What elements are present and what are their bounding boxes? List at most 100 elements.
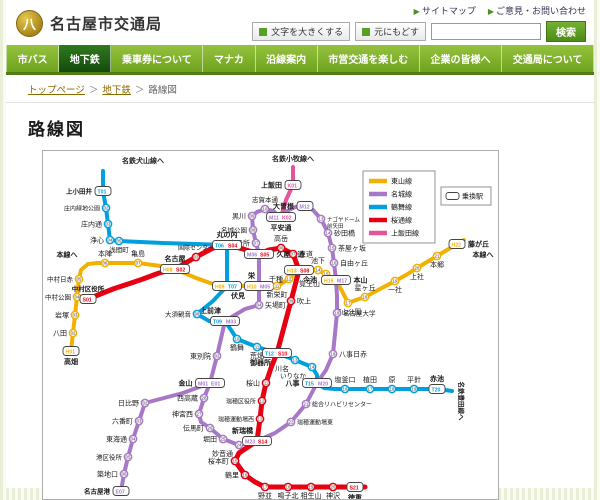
station-label: 志賀本通 xyxy=(252,195,279,204)
svg-text:H10: H10 xyxy=(247,284,257,290)
search-input[interactable] xyxy=(431,23,541,40)
font-reset-button[interactable]: 元にもどす xyxy=(355,22,426,41)
nav-item-city-bus[interactable]: 市バス xyxy=(6,45,60,72)
svg-text:02: 02 xyxy=(104,206,109,211)
svg-text:12: 12 xyxy=(260,399,265,404)
svg-text:M05: M05 xyxy=(260,284,270,290)
map-note: 名鉄犬山線へ xyxy=(122,156,164,165)
svg-text:20: 20 xyxy=(415,266,420,271)
nav-item-business[interactable]: 企業の皆様へ xyxy=(420,45,503,72)
transfer-badge xyxy=(210,316,240,326)
station-label: 野並 xyxy=(258,491,272,499)
font-enlarge-button[interactable]: 文字を大きくする xyxy=(252,22,351,41)
contact-link[interactable]: ▶ご意見・お問い合わせ xyxy=(487,6,586,16)
station-dot xyxy=(247,211,257,221)
svg-text:東山線: 東山線 xyxy=(391,177,412,186)
station-label: 中村日赤 xyxy=(47,275,74,284)
nav-item-about[interactable]: 交通局について xyxy=(502,45,595,72)
transfer-badge xyxy=(266,212,296,222)
station-dot xyxy=(332,308,342,318)
svg-text:M12: M12 xyxy=(300,204,310,210)
svg-text:T12: T12 xyxy=(265,351,274,357)
svg-text:11: 11 xyxy=(255,345,260,350)
arrow-icon: ▶ xyxy=(413,7,420,16)
station-本陣: 06 本陣 xyxy=(98,249,112,268)
station-label: 築地口 xyxy=(97,470,118,479)
station-label: 瑞穂運動場西 xyxy=(218,416,254,424)
station-label: 覚王山 xyxy=(299,279,320,288)
station-dot xyxy=(134,416,144,426)
svg-text:S05: S05 xyxy=(260,252,269,258)
breadcrumb-home[interactable]: トップページ xyxy=(28,85,85,96)
station-dot xyxy=(390,276,400,286)
station-dot xyxy=(284,274,294,284)
svg-text:03: 03 xyxy=(194,255,199,260)
svg-text:04: 04 xyxy=(108,238,113,243)
svg-text:H22: H22 xyxy=(452,242,462,248)
nav-item-manaca[interactable]: マナカ xyxy=(203,45,256,72)
svg-text:T01: T01 xyxy=(98,189,107,195)
station-dot xyxy=(199,393,209,403)
svg-text:05: 05 xyxy=(77,277,82,282)
svg-text:K02: K02 xyxy=(282,215,292,221)
svg-text:20: 20 xyxy=(331,485,336,490)
nav-item-enjoy[interactable]: 市営交通を楽しむ xyxy=(318,45,420,72)
svg-text:06: 06 xyxy=(103,261,108,266)
search-button[interactable]: 検索 xyxy=(546,21,586,42)
svg-text:前矢田: 前矢田 xyxy=(327,222,344,230)
nav-item-tickets[interactable]: 乗車券について xyxy=(111,45,204,72)
sitemap-link[interactable]: ▶サイトマップ xyxy=(413,6,476,16)
station-label: 上社 xyxy=(410,272,424,281)
station-label: 庄内緑地公園 xyxy=(64,205,100,213)
breadcrumb-subway[interactable]: 地下鉄 xyxy=(102,85,131,96)
svg-text:S21: S21 xyxy=(350,485,359,491)
nav-item-route-guide[interactable]: 沿線案内 xyxy=(256,45,318,72)
svg-text:M17: M17 xyxy=(337,278,347,284)
station-label: 赤池 xyxy=(430,374,444,383)
station-label: 黒川 xyxy=(232,213,246,221)
station-label: 国際センター xyxy=(178,244,214,252)
station-label: 本陣 xyxy=(98,249,112,258)
svg-text:15: 15 xyxy=(324,272,329,277)
transfer-badge xyxy=(302,378,332,388)
station-label: 大須観音 xyxy=(165,310,192,319)
map-note: 本線へ xyxy=(472,250,494,259)
svg-text:04: 04 xyxy=(131,437,136,442)
site-logo[interactable]: 八 名古屋市交通局 xyxy=(16,4,162,42)
station-浄心: 04 浄心 xyxy=(90,236,115,245)
station-label: 鶴舞 xyxy=(230,343,244,352)
station-label: 八事 xyxy=(285,379,300,388)
station-label: 自由ヶ丘 xyxy=(340,259,368,268)
station-庄内緑地公園: 02 庄内緑地公園 xyxy=(64,203,111,213)
station-dot xyxy=(133,258,143,268)
breadcrumb-separator: ＞ xyxy=(88,85,99,96)
svg-text:H08: H08 xyxy=(163,267,173,273)
station-label: 浄心 xyxy=(90,236,104,245)
nav-item-subway[interactable]: 地下鉄 xyxy=(59,45,112,72)
station-label: 中村公園 xyxy=(45,293,71,302)
